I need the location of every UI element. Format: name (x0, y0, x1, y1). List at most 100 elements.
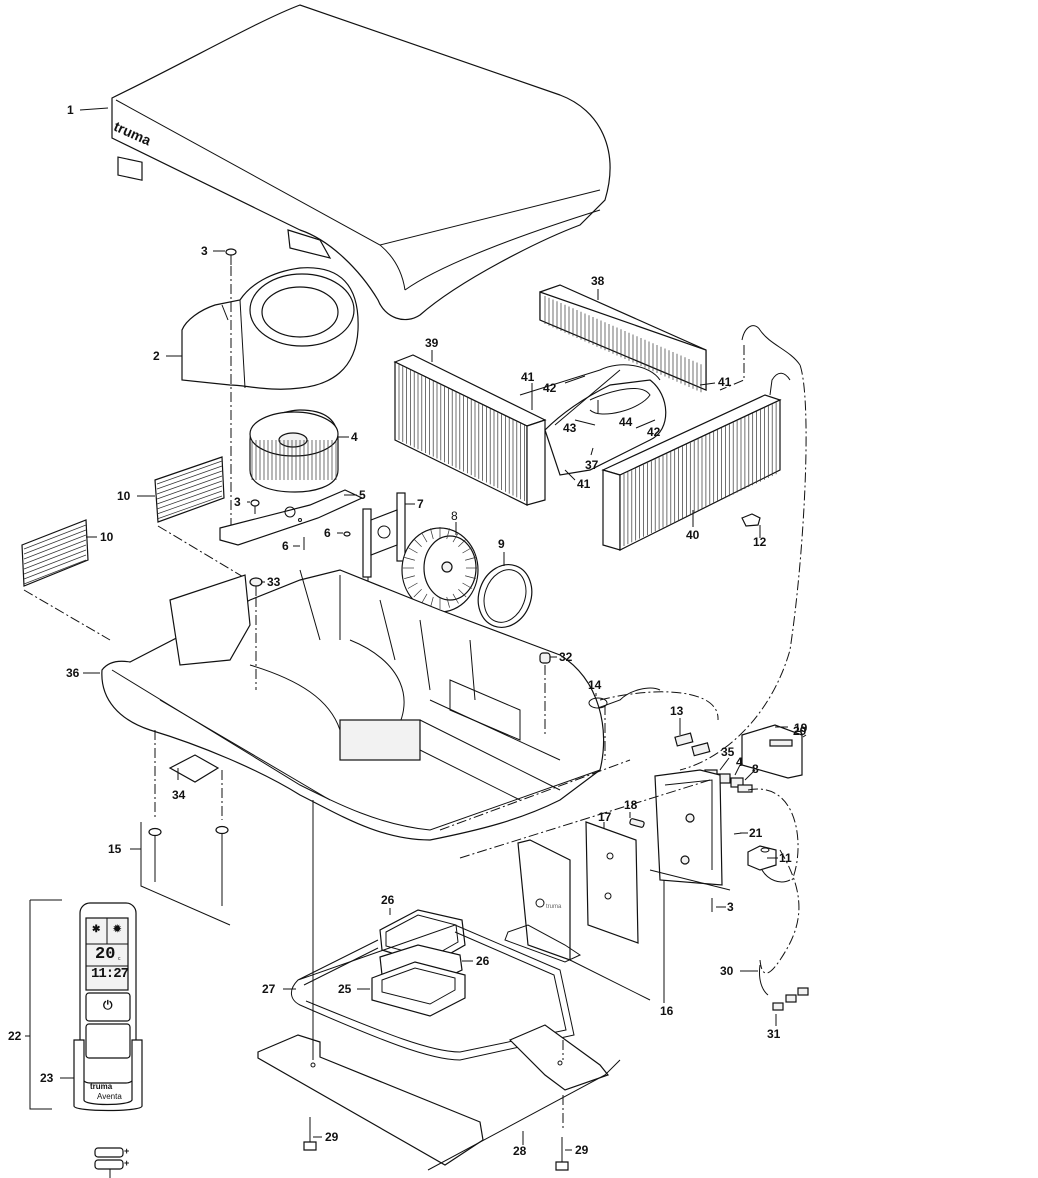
remote-power-icon: ⏻ (103, 998, 113, 1012)
battery-plus-icon: + (124, 1146, 130, 1156)
mounting-screws-part (140, 730, 231, 926)
callout-pipe-e: 44 (619, 415, 633, 429)
fin-line (421, 532, 428, 543)
fin-line (407, 582, 418, 589)
condenser-rear-part (539, 284, 707, 393)
fin-line (446, 596, 450, 608)
screw-part (250, 499, 351, 550)
fin-line (156, 465, 223, 490)
control-board-part (585, 821, 639, 944)
evaporator-left-part (393, 354, 547, 506)
fin-line (413, 538, 422, 548)
fin-line (462, 582, 473, 589)
motor-bracket-part (219, 489, 364, 546)
callout-seal-frame-upper: 26 (381, 893, 395, 907)
sensor-clamp-part (741, 513, 761, 527)
fin-line (430, 528, 434, 540)
motor-plate-part (362, 492, 406, 578)
fin-line (23, 544, 87, 570)
callout-connector-b: 4 (736, 755, 743, 769)
callout-housing-screw: 21 (749, 826, 763, 840)
fin-line (156, 490, 223, 515)
callout-condenser-front: 40 (686, 528, 700, 542)
electronics-housing-part (649, 769, 731, 891)
fin-line (465, 575, 476, 579)
callout-screw-bracket-bottom: 6 (282, 539, 289, 553)
callout-control-board: 17 (598, 810, 612, 824)
remote-snowflake-icon: ✱ (92, 924, 101, 935)
fin-line (156, 480, 223, 505)
fin-line (156, 495, 223, 520)
callout-screw-bracket: 3 (234, 495, 241, 509)
callout-pipe-c: 41 (718, 375, 732, 389)
air-grille-part (154, 456, 225, 523)
screw-part (225, 248, 237, 265)
callout-screw-plate: 6 (324, 526, 331, 540)
callout-electronics-housing: 16 (660, 1004, 674, 1018)
callout-connector-c: 8 (752, 762, 759, 776)
fin-line (156, 470, 223, 495)
callout-pipe-d: 43 (563, 421, 577, 435)
fin-line (446, 528, 450, 540)
callout-mounting-frame: 28 (513, 1144, 527, 1158)
fin-line (458, 588, 467, 598)
remote-control-part (79, 902, 137, 1084)
fin-line (421, 593, 428, 604)
remote-model-label: Aventa (97, 1092, 122, 1101)
compressor-part (519, 364, 667, 476)
bolt-part (555, 1137, 569, 1171)
remote-temperature-unit: c (118, 956, 121, 962)
callout-solenoid-coil: 11 (779, 851, 792, 865)
callout-fuse: 18 (624, 798, 638, 812)
blower-housing-part (181, 267, 359, 390)
housing-logo: truma (546, 904, 562, 910)
remote-time-display: 11:27 (91, 966, 129, 982)
fin-line (407, 547, 418, 554)
callout-condenser-rear: 38 (591, 274, 605, 288)
mounting-frame-part (257, 1024, 609, 1166)
callout-blower-housing: 2 (153, 349, 160, 363)
remote-sun-icon: ✹ (113, 924, 122, 935)
fin-line (23, 529, 87, 555)
fin-line (23, 534, 87, 560)
fin-line (23, 549, 87, 575)
callout-connector-cable: 13 (670, 704, 684, 718)
fin-line (452, 532, 459, 543)
fin-line (404, 575, 415, 579)
fin-line (23, 559, 87, 585)
callout-screw-top: 3 (201, 244, 208, 258)
callout-plug: 32 (559, 650, 573, 664)
callout-motor-bracket: 5 (359, 488, 366, 502)
condenser-front-part (601, 394, 782, 551)
connector-part (674, 732, 711, 757)
callout-cover: 1 (67, 103, 74, 117)
fin-line (23, 539, 87, 565)
fin-line (458, 538, 467, 548)
callout-air-grille-upper: 10 (117, 489, 131, 503)
callout-pad: 34 (172, 788, 186, 802)
terminal-cover-part (741, 724, 803, 779)
callout-cable-terminals: 31 (767, 1027, 781, 1041)
callout-evaporator-fan-wheel: 4 (351, 430, 358, 444)
fin-line (462, 547, 473, 554)
callout-seal-frame-lower: 26 (476, 954, 490, 968)
callout-bolt-left: 29 (325, 1130, 339, 1144)
battery-part (94, 1147, 124, 1178)
fin-line (465, 557, 476, 561)
fin-line (23, 524, 87, 550)
callout-bolt-right: 29 (575, 1143, 589, 1157)
leader-lines (25, 107, 807, 1151)
roof-seal-part (291, 924, 575, 1061)
plug-part (539, 652, 551, 664)
sensor-clip-part (588, 687, 661, 709)
callout-mounting-screws: 15 (108, 842, 122, 856)
callout-grommet: 33 (267, 575, 281, 589)
base-tray-part (101, 569, 605, 841)
bolt-part (303, 1117, 317, 1151)
air-grille-part (21, 519, 89, 587)
fin-line (404, 557, 415, 561)
fin-line (23, 554, 87, 580)
callout-sensor-clamp: 12 (753, 535, 767, 549)
fin-line (156, 460, 223, 485)
